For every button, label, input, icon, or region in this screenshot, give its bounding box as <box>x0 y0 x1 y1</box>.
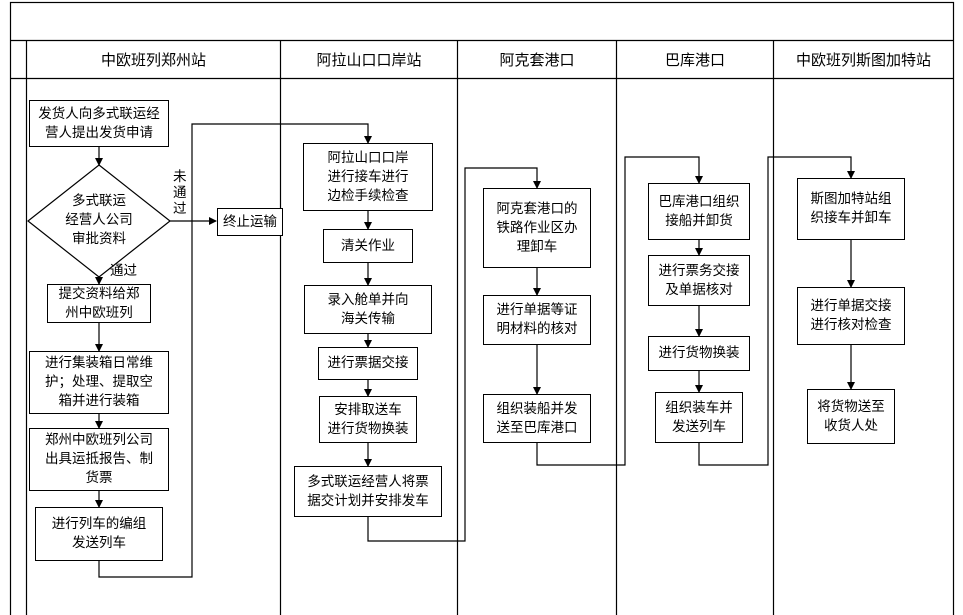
node-transshipment: 安排取送车 进行货物换装 <box>319 396 417 443</box>
node-train-loading: 组织装车并 发送列车 <box>655 392 743 443</box>
diagram-border <box>9 1 955 615</box>
node-shipper-request: 发货人向多式联运经 营人提出发货申请 <box>29 100 169 147</box>
node-stop-transport: 终止运输 <box>217 208 283 236</box>
node-cargo-transfer: 进行货物换装 <box>648 336 750 371</box>
lane-header-zhengzhou: 中欧班列郑州站 <box>100 51 206 69</box>
node-stuttgart-receive: 斯图加特站组 织接车并卸车 <box>797 178 905 240</box>
node-ship-loading: 组织装船并发 送至巴库港口 <box>483 394 591 443</box>
node-container-maintenance: 进行集装箱日常维 护；处理、提取空 箱并进行装箱 <box>29 351 169 414</box>
node-arrival-report: 郑州中欧班列公司 出具运抵报告、制 货票 <box>29 428 169 491</box>
label-pass: 通过 <box>110 263 137 279</box>
node-manifest-entry: 录入舱单并向 海关传输 <box>304 285 432 334</box>
node-document-check: 进行单据等证 明材料的核对 <box>483 295 591 345</box>
node-final-document-check: 进行单据交接 进行核对检查 <box>797 287 905 345</box>
lane-header-aktau: 阿克套港口 <box>499 51 575 69</box>
node-ticket-handover: 进行票务交接 及单据核对 <box>648 255 750 306</box>
lane-header-alashankou: 阿拉山口口岸站 <box>316 51 422 69</box>
node-customs-clearance: 清关作业 <box>323 229 413 263</box>
lane-header-baku: 巴库港口 <box>664 51 725 69</box>
node-aktau-unloading: 阿克套港口的 铁路作业区办 理卸车 <box>483 188 591 268</box>
label-fail: 未 通 过 <box>173 169 187 217</box>
lane-header-stuttgart: 中欧班列斯图加特站 <box>795 51 931 69</box>
node-border-inspection: 阿拉山口口岸 进行接车进行 边检手续检查 <box>303 143 433 211</box>
node-dispatch-plan: 多式联运经营人将票 据交计划并安排发车 <box>294 466 442 517</box>
node-submit-docs: 提交资料给郑 州中欧班列 <box>47 284 151 323</box>
node-bill-handover: 进行票据交接 <box>318 347 418 380</box>
node-approval-decision: 多式联运 经营人公司 审批资料 <box>65 193 133 247</box>
node-deliver-consignee: 将货物送至 收货人处 <box>807 389 895 444</box>
node-train-dispatch: 进行列车的编组 发送列车 <box>35 507 163 561</box>
node-baku-receive-ship: 巴库港口组织 接船并卸货 <box>648 183 750 240</box>
